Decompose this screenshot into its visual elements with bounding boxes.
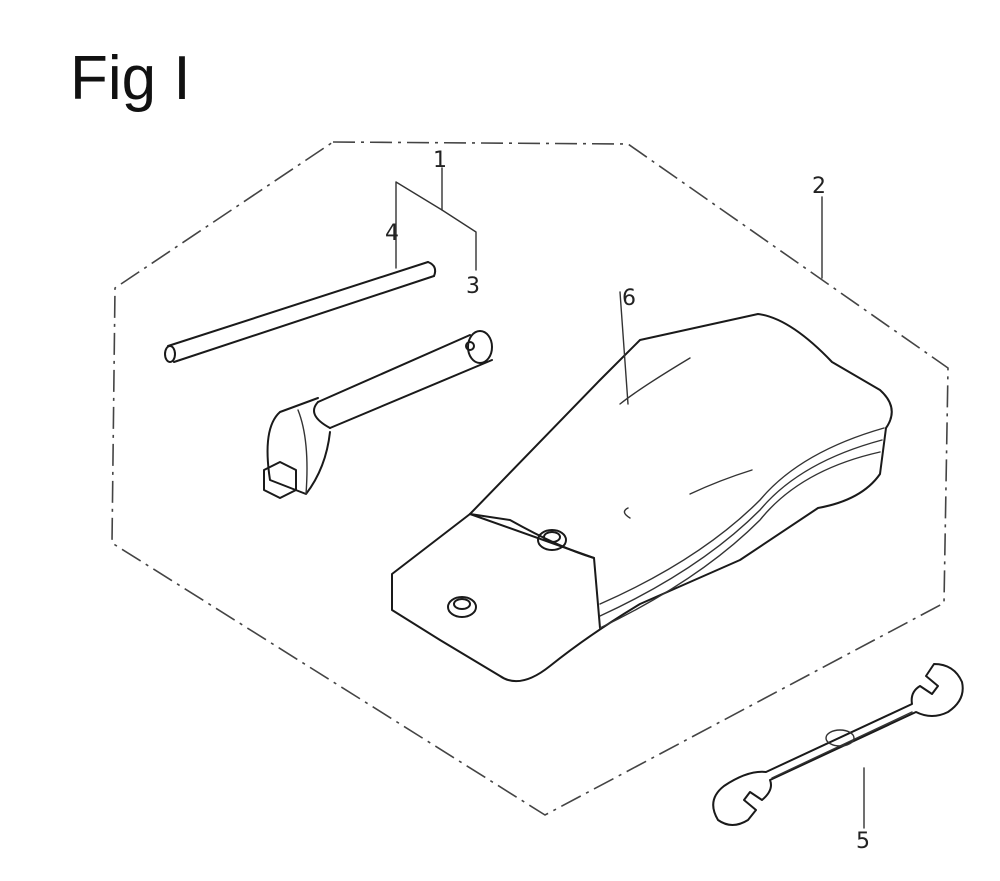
callout-1-leader bbox=[395, 167, 477, 271]
open-end-wrench bbox=[712, 663, 964, 826]
figure-title: Fig I bbox=[70, 44, 191, 113]
callout-1-label: 1 bbox=[433, 148, 447, 173]
callout-5-label: 5 bbox=[856, 829, 870, 854]
callout-4-label: 4 bbox=[385, 221, 399, 246]
plug-wrench bbox=[263, 330, 493, 499]
callout-2-label: 2 bbox=[812, 174, 826, 199]
callout-3-label: 3 bbox=[466, 274, 480, 299]
tool-bag bbox=[391, 291, 893, 683]
callout-6-label: 6 bbox=[622, 286, 636, 311]
tommy-bar bbox=[164, 261, 437, 363]
